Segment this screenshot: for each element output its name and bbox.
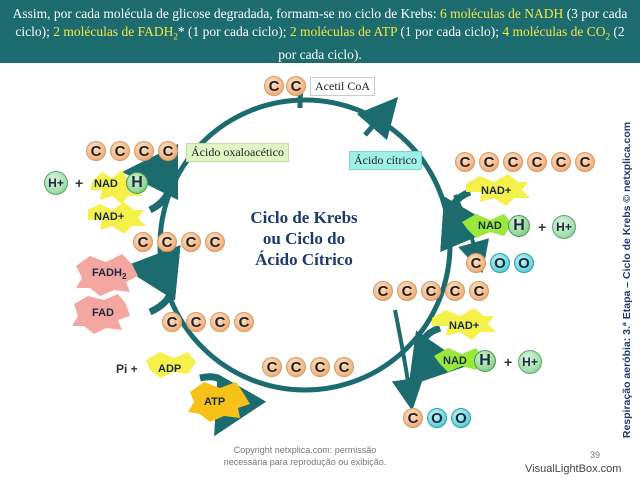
nad-label-right2: NAD [443,355,467,367]
side-caption: Respiração aeróbia: 3.ª Etapa – Ciclo de… [621,121,633,439]
watermark: VisualLightBox.com [525,463,622,475]
hplus-left: H+ [44,171,68,195]
burst-nad-right2 [434,348,484,372]
citric-label: Ácido cítrico [349,151,422,170]
fad-arrow [122,244,181,316]
fadh2-label: FADH2 [92,267,127,282]
burst-adp [146,352,196,378]
nad-arrow-left [122,144,179,214]
hydrogen-left: H [126,172,148,194]
nadplus-label-right2: NAD+ [449,320,480,332]
plus-left: + [75,175,84,191]
page-number: 39 [590,450,601,460]
atp-label: ATP [204,396,226,408]
pi-label: Pi + [116,362,138,376]
nad-label-right1: NAD [478,220,502,232]
burst-nadplus-right1 [466,174,530,206]
acetyl-coa-label: Acetil CoA [310,77,375,96]
oxaloacetic-label: Ácido oxaloacético [186,143,289,162]
adp-label: ADP [158,363,182,375]
burst-nad-right1 [462,214,512,238]
hplus-right2: H+ [518,350,542,374]
co2-arrow-2 [391,309,424,411]
burst-nad-left [88,202,146,234]
burst-nadplus-left1 [90,170,142,204]
hplus-right1: H+ [552,215,576,239]
nad-label-left: NAD [94,178,118,190]
cycle-exit-arrow [356,96,399,141]
nad-arrow-right1 [440,188,498,253]
fad-label: FAD [92,307,114,319]
burst-atp [188,382,250,422]
burst-nadplus-right2 [432,308,496,340]
burst-fad [72,294,130,334]
burst-fadh2 [76,254,138,296]
plus-right1: + [538,219,547,235]
cycle-title: Ciclo de Krebs ou Ciclo do Ácido Cítrico [250,208,358,269]
copyright-note: Copyright netxplica.com: permissão neces… [223,445,387,467]
header-banner: Assim, por cada molécula de glicose degr… [0,0,640,63]
hydrogen-right1: H [508,215,530,237]
hydrogen-right2: H [474,350,496,372]
nad-arrow-right2 [408,324,468,387]
nadplus-label-left: NAD+ [94,211,125,223]
nadplus-label-right1: NAD+ [481,185,512,197]
header-text: Assim, por cada molécula de glicose degr… [12,6,628,62]
plus-right2: + [504,354,513,370]
